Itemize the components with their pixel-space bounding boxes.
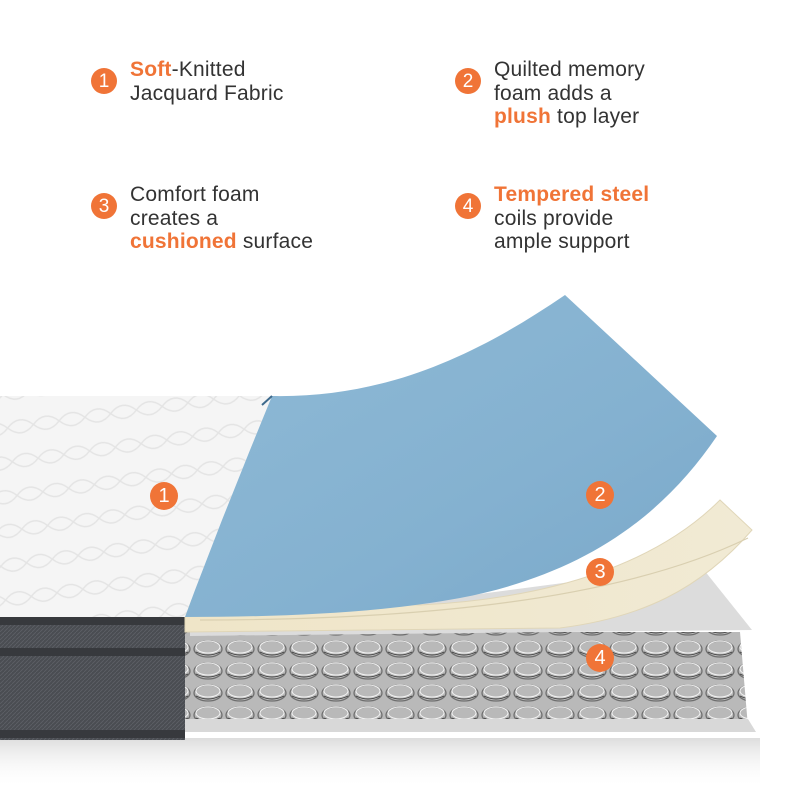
layer-marker-1: 1 <box>150 482 178 510</box>
memory-foam-layer <box>185 295 717 617</box>
comfort-foam-layer <box>184 499 753 633</box>
callout-4-text: Tempered steel coils provide ample suppo… <box>494 183 649 254</box>
callout-2-line-2: foam adds a <box>494 82 645 106</box>
plain-text: Jacquard Fabric <box>130 81 284 105</box>
quilted-cover-layer <box>0 396 272 617</box>
plain-text: -Knitted <box>171 58 246 81</box>
callout-1-line-1: Soft-Knitted <box>130 58 284 82</box>
callout-2: 2 Quilted memory foam adds a plush top l… <box>455 58 645 129</box>
callout-2-line-1: Quilted memory <box>494 58 645 82</box>
callout-3-line-3: cushioned surface <box>130 230 313 254</box>
callout-4-line-3: ample support <box>494 230 649 254</box>
accent-text: Tempered steel <box>494 183 650 206</box>
callout-3: 3 Comfort foam creates a cushioned surfa… <box>91 183 313 254</box>
callout-3-text: Comfort foam creates a cushioned surface <box>130 183 313 254</box>
callout-2-text: Quilted memory foam adds a plush top lay… <box>494 58 645 129</box>
callout-3-line-1: Comfort foam <box>130 183 313 207</box>
number-badge-2: 2 <box>455 68 481 94</box>
accent-text: plush <box>494 105 551 128</box>
number-badge-1: 1 <box>91 68 117 94</box>
number-badge-4: 4 <box>455 193 481 219</box>
callout-4-line-2: coils provide <box>494 207 649 231</box>
layer-marker-4: 4 <box>586 644 614 672</box>
plain-text: surface <box>236 230 314 253</box>
accent-text: cushioned <box>130 230 237 253</box>
plain-text: ample support <box>494 230 630 253</box>
number-badge-3: 3 <box>91 193 117 219</box>
plain-text: coils provide <box>494 206 614 230</box>
callout-4-line-1: Tempered steel <box>494 183 649 207</box>
callout-1-line-2: Jacquard Fabric <box>130 82 284 106</box>
plain-text: foam adds a <box>494 81 612 105</box>
layer-marker-3: 3 <box>586 558 614 586</box>
layer-marker-2: 2 <box>586 481 614 509</box>
coil-layer <box>183 632 756 732</box>
plain-text: Comfort foam <box>130 183 260 206</box>
side-fabric-band <box>0 617 185 740</box>
callout-1-text: Soft-Knitted Jacquard Fabric <box>130 58 284 105</box>
callout-1: 1 Soft-Knitted Jacquard Fabric <box>91 58 284 105</box>
plain-text: creates a <box>130 206 219 230</box>
callout-3-line-2: creates a <box>130 207 313 231</box>
plain-text: Quilted memory <box>494 58 646 81</box>
floor-shadow <box>0 738 760 788</box>
plain-text: top layer <box>551 105 640 128</box>
callout-2-line-3: plush top layer <box>494 105 645 129</box>
callout-4: 4 Tempered steel coils provide ample sup… <box>455 183 649 254</box>
accent-text: Soft <box>130 58 172 81</box>
